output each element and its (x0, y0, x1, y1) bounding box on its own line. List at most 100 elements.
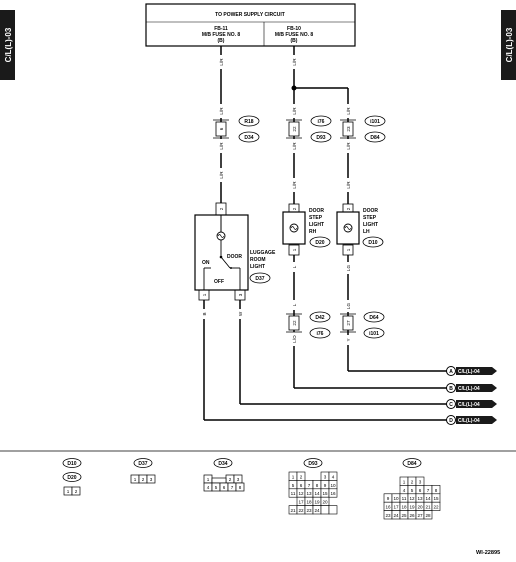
luggage-room-light: ON DOOR OFF LUGGAGE ROOM LIGHT (194, 214, 276, 291)
pin-number: 4 (332, 474, 335, 479)
fuse-left-code: FB-11 (214, 26, 228, 32)
svg-text:1: 1 (202, 293, 207, 296)
svg-text:D34: D34 (218, 461, 227, 467)
fuse-left-name: M/B FUSE NO. 8 (202, 32, 241, 38)
pin-number: 15 (322, 491, 328, 496)
svg-text:D20: D20 (315, 240, 324, 246)
svg-text:8: 8 (239, 485, 242, 490)
svg-text:ON: ON (202, 260, 210, 266)
svg-text:2: 2 (292, 207, 297, 210)
svg-text:LIGHT: LIGHT (363, 222, 378, 228)
pin-number: 22 (433, 505, 439, 510)
svg-text:D34: D34 (244, 135, 253, 141)
pin-number: 2 (300, 474, 303, 479)
svg-text:D37: D37 (138, 461, 147, 467)
pin-number: 15 (433, 496, 439, 501)
legend-d37: D37 1 2 3 (130, 458, 156, 484)
pin-number: 5 (411, 488, 414, 493)
svg-text:3: 3 (238, 293, 243, 296)
output-ref-b[interactable]: B C/L(L)-04 (446, 383, 498, 393)
fuse-right-code: FB-10 (287, 26, 301, 32)
pin-number: 1 (292, 474, 295, 479)
pin-number: 12 (409, 496, 415, 501)
svg-text:i76: i76 (317, 331, 324, 337)
svg-text:A: A (449, 369, 453, 375)
svg-text:B: B (449, 386, 453, 392)
svg-text:C/L(L)-04: C/L(L)-04 (458, 386, 480, 392)
output-ref-a[interactable]: A C/L(L)-04 (446, 366, 498, 376)
output-ref-d[interactable]: D C/L(L)-04 (446, 415, 498, 425)
pin-number: 14 (425, 496, 431, 501)
pin-number: 21 (290, 508, 296, 513)
pin-cell (423, 510, 433, 520)
pin-number: 24 (393, 513, 399, 518)
section-tab-right: C/L(L)-03 (501, 10, 516, 80)
output-ref-c[interactable]: C C/L(L)-04 (446, 399, 498, 409)
wire-labels: L/R L/R L/R L/R L/R L/R L/R L/R L/R L/R … (199, 55, 353, 346)
fuse-right-name: M/B FUSE NO. 8 (275, 32, 314, 38)
section-tab-left: C/L(L)-03 (0, 10, 15, 80)
legend-d10-d20: D10 D20 1 2 (62, 458, 82, 496)
pin-number: 21 (425, 505, 431, 510)
svg-text:1: 1 (134, 477, 137, 482)
svg-text:B: B (202, 312, 207, 315)
pin-cell (328, 505, 338, 515)
pin-number: 8 (316, 483, 319, 488)
svg-text:L/R: L/R (292, 181, 297, 189)
svg-text:OFF: OFF (214, 279, 224, 285)
svg-text:C/L(L)-03: C/L(L)-03 (4, 27, 13, 62)
connector-bars (213, 119, 356, 333)
svg-text:LH: LH (363, 229, 370, 235)
fuse-left-box: (B) (218, 38, 225, 44)
svg-text:L/R: L/R (292, 58, 297, 66)
svg-text:L/R: L/R (219, 107, 224, 115)
pin-number: 24 (314, 508, 320, 513)
pin-number: 1 (403, 479, 406, 484)
door-step-light-lh: DOOR STEP LIGHT LH (336, 208, 378, 245)
svg-text:2: 2 (75, 489, 78, 494)
svg-text:7: 7 (231, 485, 234, 490)
svg-text:L/R: L/R (346, 181, 351, 189)
svg-text:L/R: L/R (219, 58, 224, 66)
svg-text:i101: i101 (369, 331, 379, 337)
svg-text:LG: LG (346, 303, 351, 310)
svg-text:1: 1 (346, 248, 351, 251)
pin-number: 11 (291, 491, 296, 496)
svg-text:2: 2 (346, 207, 351, 210)
svg-text:C/L(L)-03: C/L(L)-03 (505, 27, 514, 62)
svg-text:4: 4 (207, 485, 210, 490)
pin-number: 16 (330, 491, 336, 496)
pin-number: 11 (402, 496, 407, 501)
pin-number: 17 (298, 500, 304, 505)
pin-number: 20 (322, 500, 328, 505)
svg-text:L/R: L/R (219, 171, 224, 179)
svg-text:C: C (449, 402, 453, 408)
pin-cell (328, 488, 338, 498)
svg-text:L/R: L/R (292, 142, 297, 150)
pin-number: 18 (306, 500, 312, 505)
svg-text:D: D (449, 418, 453, 424)
svg-text:3: 3 (237, 477, 240, 482)
svg-text:L/O: L/O (292, 335, 297, 343)
svg-text:2: 2 (229, 477, 232, 482)
figure-id: WI-22895 (476, 550, 500, 556)
pin-cell (320, 505, 330, 515)
svg-text:D37: D37 (255, 276, 264, 282)
svg-text:D64: D64 (369, 315, 378, 321)
svg-text:W: W (238, 311, 243, 316)
pin-number: 10 (330, 483, 336, 488)
connector-ids: R18 D34 i76 D93 i101 D84 D20 D10 D37 D42… (238, 115, 386, 339)
power-supply-box: TO POWER SUPPLY CIRCUIT FB-11 M/B FUSE N… (145, 3, 356, 47)
svg-text:D84: D84 (370, 135, 379, 141)
fuse-right-box: (B) (291, 38, 298, 44)
svg-text:27: 27 (346, 320, 351, 326)
pin-number: 23 (306, 508, 312, 513)
pin-number: 14 (314, 491, 320, 496)
svg-text:1: 1 (67, 489, 70, 494)
pin-number: 8 (435, 488, 438, 493)
svg-text:D93: D93 (316, 135, 325, 141)
pin-number: 13 (306, 491, 312, 496)
pin-number: 25 (401, 513, 407, 518)
